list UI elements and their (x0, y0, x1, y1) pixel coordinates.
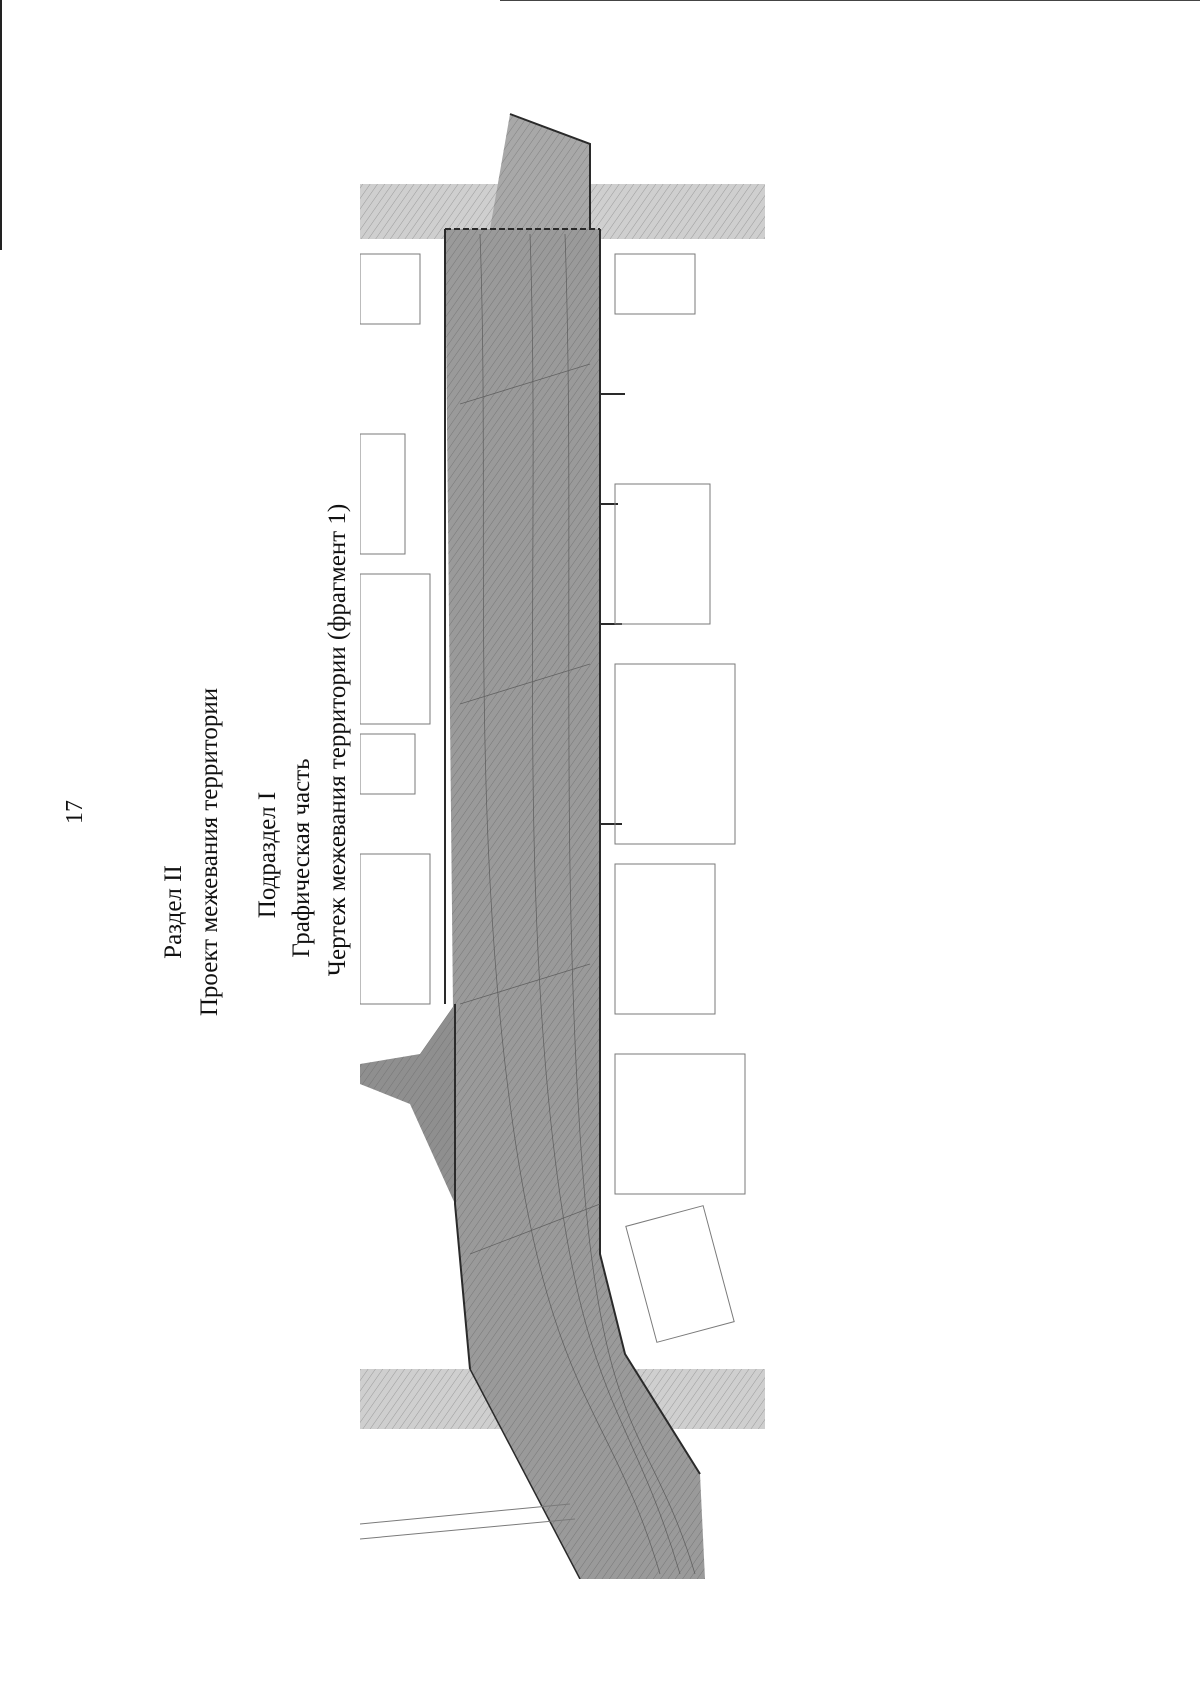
page-edge-left (0, 0, 2, 250)
subsection-title: Подраздел I (254, 791, 281, 919)
side-parcel (360, 1004, 455, 1204)
section-subtitle: Проект межевания территории (196, 687, 223, 1017)
main-corridor (445, 114, 705, 1579)
drawing-title: Чертеж межевания территории (фрагмент 1) (324, 503, 351, 977)
boundary-lines (444, 113, 701, 1579)
corridor-texture (459, 233, 696, 1575)
page-edge-top (500, 0, 1200, 1)
land-survey-drawing (360, 113, 765, 1579)
page-number: 17 (62, 800, 88, 824)
section-title: Раздел II (160, 865, 187, 959)
parcel-outlines (360, 253, 746, 1540)
graphic-part-label: Графическая часть (288, 758, 315, 958)
